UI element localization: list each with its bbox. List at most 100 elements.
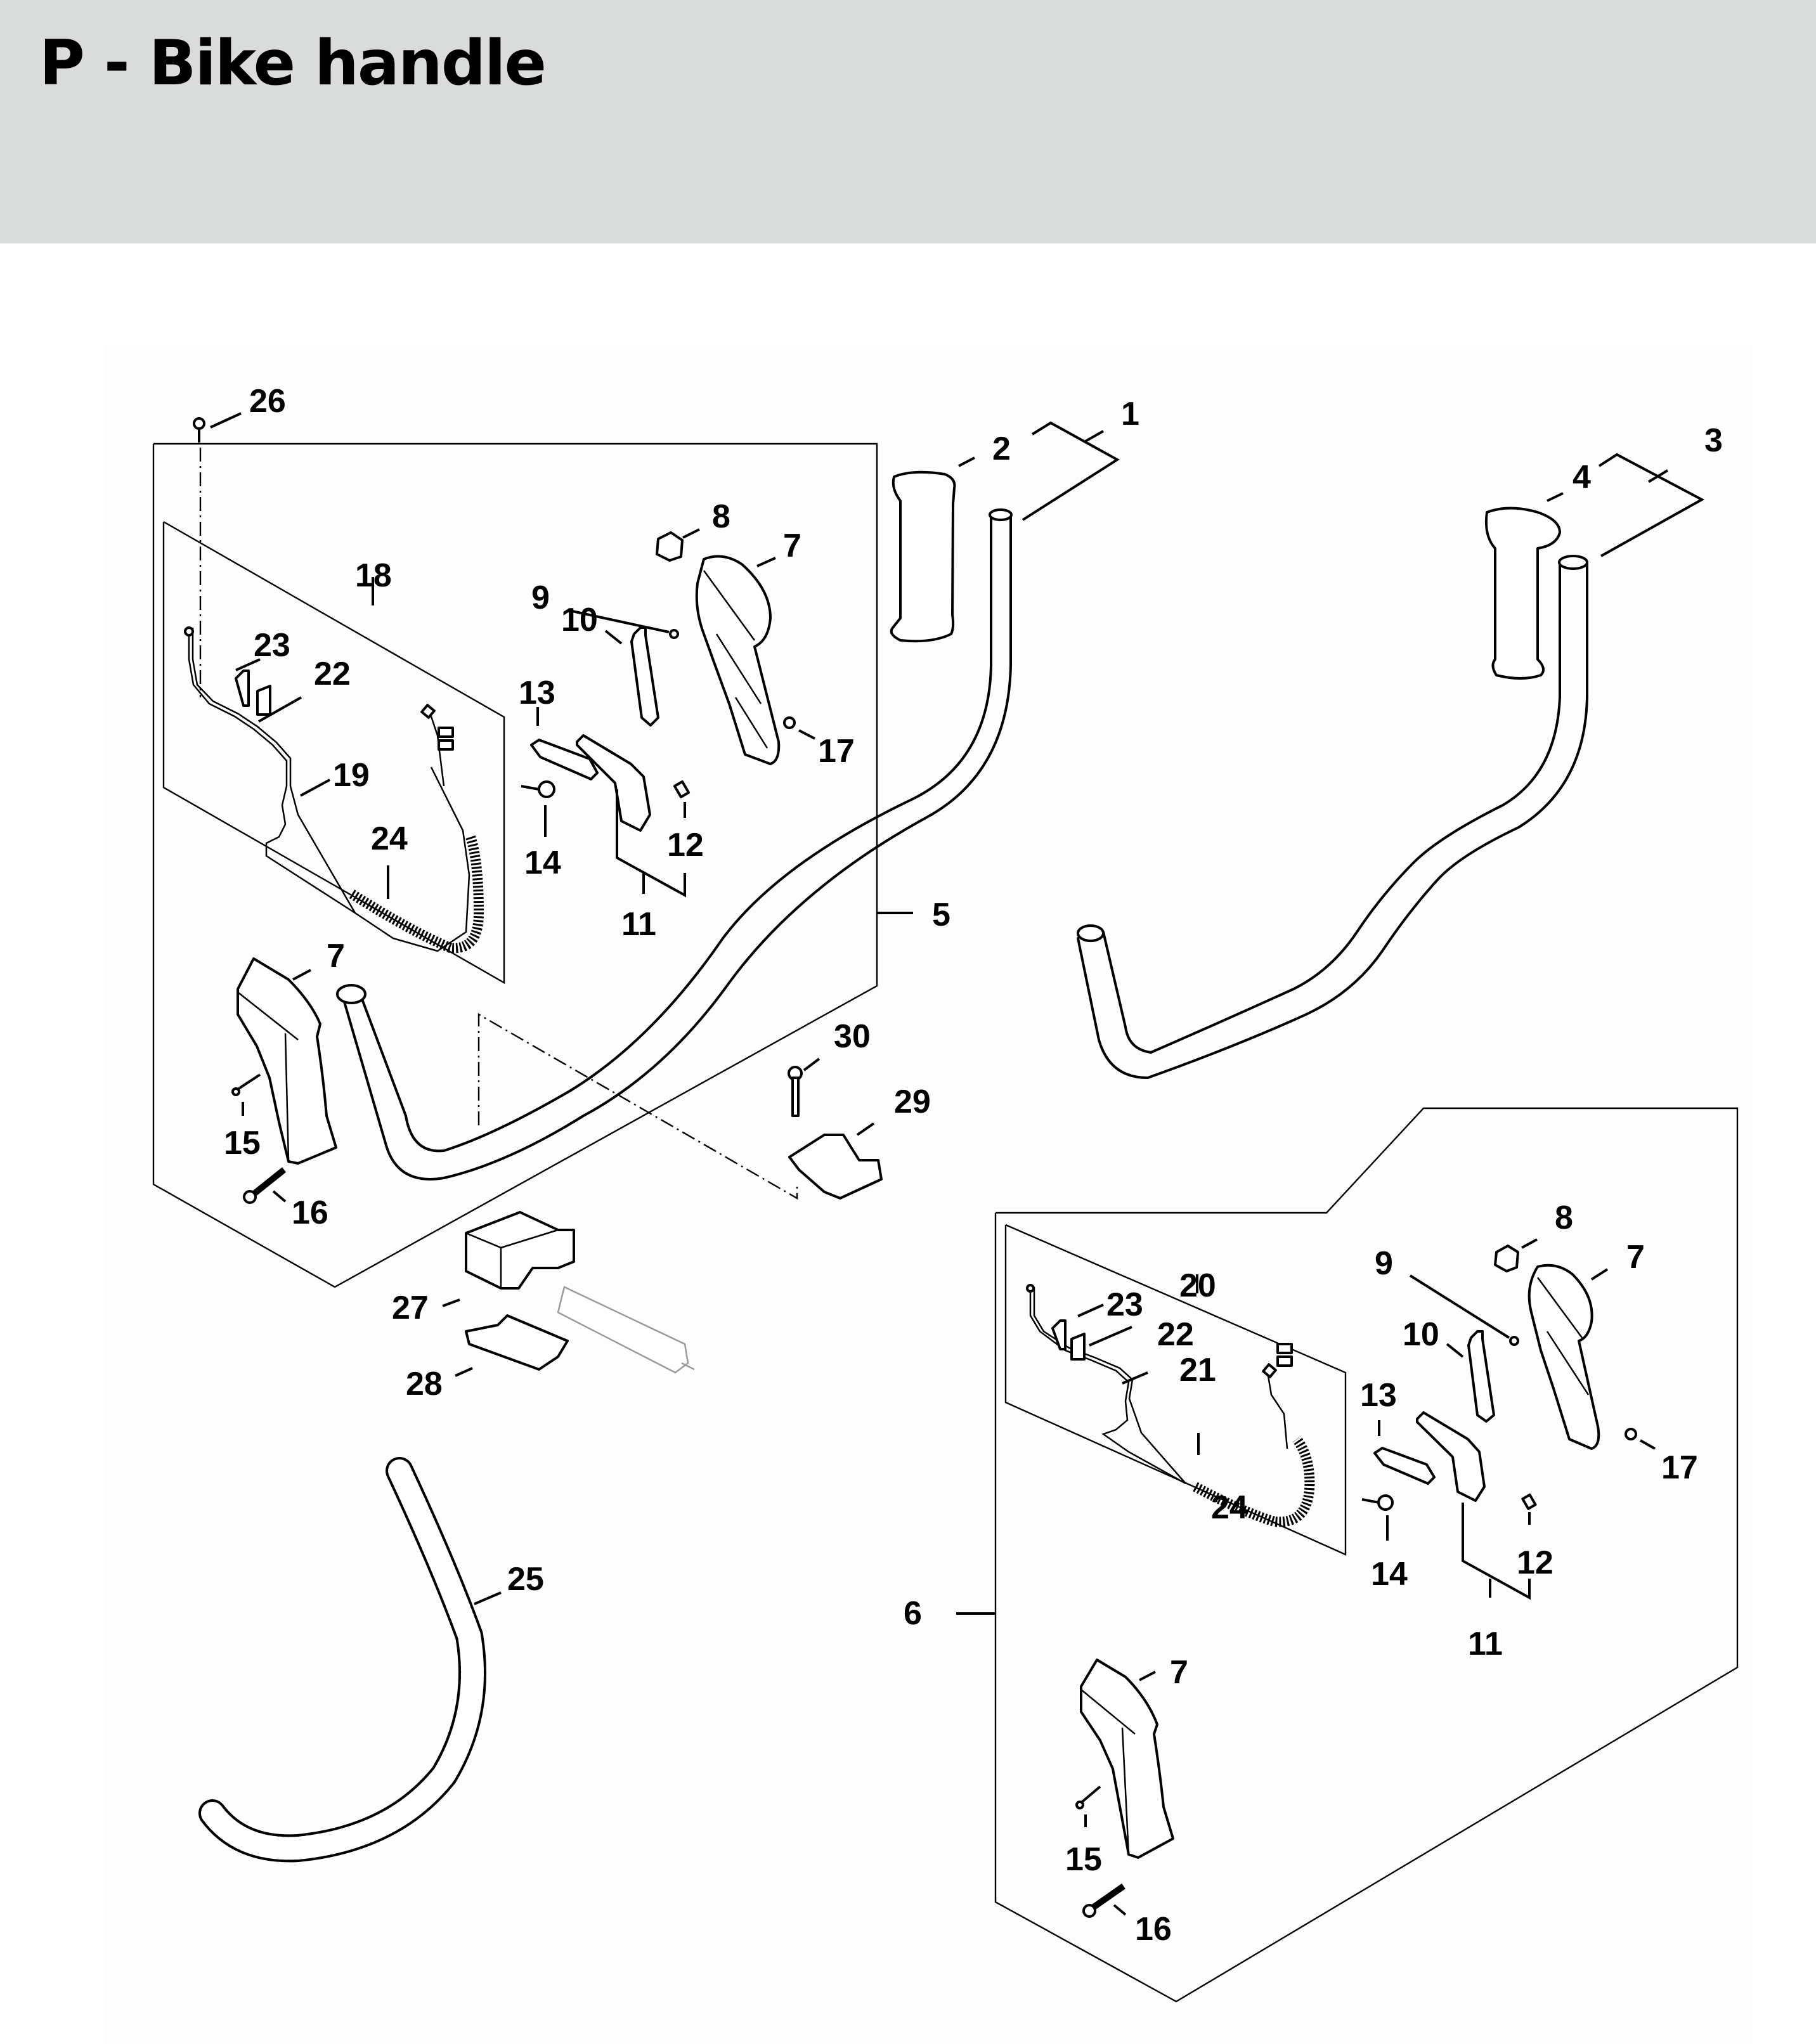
callout-label-6: 6: [904, 1595, 922, 1632]
leader-28: [455, 1367, 473, 1377]
harness-box-18: [162, 521, 505, 985]
parts-diagram: 2618232219249871013171412115214371516302…: [152, 383, 1739, 2003]
clamp-29: [788, 1134, 883, 1200]
leader-19: [300, 779, 330, 797]
callout-label-19: 19: [333, 757, 370, 794]
nut-17-top: [783, 716, 796, 729]
leader-17a: [798, 729, 815, 740]
callout-label-4: 4: [1573, 459, 1591, 496]
lever-13-right: [1373, 1447, 1436, 1485]
screw-15-left: [231, 1073, 261, 1096]
leader-7d: [1139, 1671, 1156, 1681]
bracket-3: [1598, 453, 1705, 557]
leader-9b: [1409, 1274, 1510, 1339]
leader-17b: [1640, 1439, 1656, 1450]
leader-21: [1122, 1371, 1148, 1385]
leader-4: [1547, 492, 1564, 502]
callout-label-7: 7: [1626, 1239, 1645, 1276]
callout-label-14: 14: [524, 844, 561, 881]
handlebar-tube-3: [1077, 555, 1588, 1079]
leader-8b: [1521, 1238, 1538, 1249]
callout-label-25: 25: [507, 1561, 544, 1598]
callout-label-17: 17: [1661, 1449, 1698, 1486]
handle-housing-7-lower-left: [237, 957, 337, 1165]
torsion-spring-14-top: [521, 780, 555, 798]
screw-26: [193, 417, 205, 443]
callout-label-29: 29: [894, 1083, 931, 1120]
nut-17-right: [1625, 1428, 1637, 1440]
leader-7b: [292, 969, 311, 981]
leader-10a: [604, 630, 623, 645]
callout-label-22: 22: [314, 656, 351, 692]
leader-30: [803, 1058, 820, 1071]
clamp-28: [465, 1314, 569, 1371]
leader-16b: [1113, 1904, 1127, 1916]
leader-9a: [569, 609, 670, 633]
callout-label-3: 3: [1704, 422, 1723, 459]
leader-7c: [1590, 1268, 1609, 1281]
drive-tube-ghost: [557, 1286, 695, 1374]
handlebar-tube-1: [336, 508, 1013, 1180]
slide-control-8-right: [1494, 1245, 1519, 1272]
callout-label-15: 15: [1065, 1841, 1102, 1878]
callout-label-30: 30: [834, 1018, 871, 1055]
callout-label-11: 11: [621, 906, 656, 943]
trigger-11-right: [1416, 1411, 1486, 1502]
callout-label-20: 20: [1179, 1267, 1216, 1304]
handle-housing-7-top: [695, 555, 781, 765]
callout-label-2: 2: [992, 430, 1011, 467]
callout-label-7: 7: [1170, 1654, 1188, 1691]
wiring-harness-19: [184, 626, 470, 952]
callout-label-13: 13: [1360, 1377, 1397, 1414]
callout-label-7: 7: [327, 938, 345, 974]
callout-label-22: 22: [1157, 1316, 1194, 1353]
callout-label-8: 8: [712, 498, 730, 535]
callout-label-12: 12: [1517, 1544, 1553, 1581]
leader-7a: [756, 557, 776, 567]
callout-label-24: 24: [371, 820, 408, 857]
handle-housing-7-right-lower: [1080, 1659, 1174, 1859]
callout-label-10: 10: [1403, 1316, 1439, 1353]
callout-label-18: 18: [355, 557, 392, 594]
lever-13-top: [530, 739, 599, 780]
leader-26: [210, 412, 242, 429]
callout-label-16: 16: [1135, 1911, 1172, 1948]
callout-label-17: 17: [818, 733, 855, 770]
callout-label-9: 9: [1375, 1245, 1393, 1282]
callout-label-15: 15: [224, 1125, 261, 1161]
callout-label-23: 23: [254, 627, 290, 664]
leader-27: [442, 1298, 460, 1307]
leader-3: [1647, 469, 1669, 483]
callout-label-5: 5: [932, 896, 950, 933]
coil-24-right: [1193, 1436, 1315, 1527]
callout-label-24: 24: [1211, 1489, 1248, 1526]
callout-label-27: 27: [392, 1290, 429, 1326]
page-title: P - Bike handle: [39, 27, 547, 100]
slide-control-8-top: [656, 531, 684, 562]
leader-22a: [258, 696, 302, 723]
handle-support-27: [465, 1211, 575, 1290]
bracket-1: [1022, 421, 1120, 521]
spring-9-right: [1509, 1336, 1519, 1346]
callout-label-10: 10: [561, 602, 598, 638]
callout-label-23: 23: [1106, 1286, 1143, 1323]
leader-25: [474, 1591, 502, 1605]
interlock-lever-10-right: [1467, 1330, 1495, 1423]
leader-10b: [1446, 1343, 1464, 1358]
callout-label-28: 28: [406, 1366, 443, 1402]
leader-23b: [1077, 1303, 1104, 1317]
assembly-box-6: [994, 1107, 1739, 2003]
bracket-11b: [1462, 1503, 1531, 1600]
coil-24-left: [349, 835, 484, 954]
spring-12-top: [673, 780, 691, 799]
bracket-11a: [616, 789, 686, 898]
callout-label-13: 13: [519, 675, 555, 711]
trigger-11-top: [576, 734, 651, 832]
spring-12-right: [1521, 1493, 1537, 1510]
grip-4: [1484, 507, 1561, 680]
callout-label-7: 7: [783, 527, 801, 564]
protective-tube-25-inner: [201, 1459, 484, 1860]
page-header: P - Bike handle: [0, 0, 1816, 243]
interlock-lever-10-top: [630, 626, 659, 727]
